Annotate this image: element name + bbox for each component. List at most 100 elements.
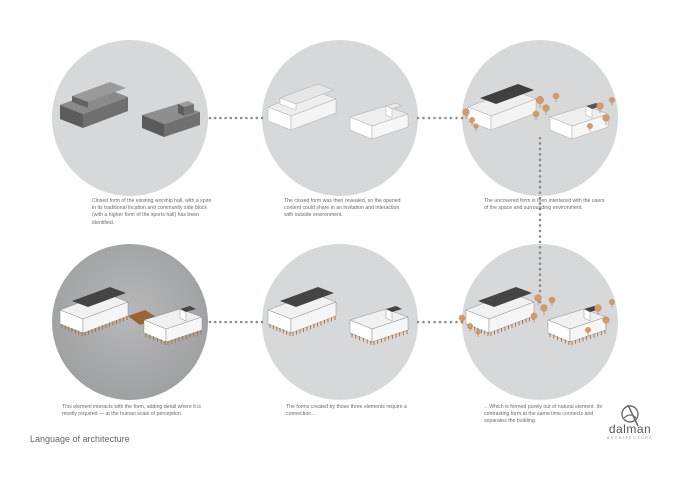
connector-dot	[538, 136, 542, 140]
connector-dot	[438, 116, 442, 120]
tree-crown	[458, 314, 466, 322]
connector-dot	[427, 320, 431, 324]
connector-dot	[433, 116, 436, 120]
tree-crown	[587, 123, 593, 129]
brand-name: dalman	[608, 422, 652, 436]
connector-dot	[538, 218, 542, 222]
building-with-trees	[462, 84, 615, 140]
connector-dot	[538, 284, 542, 287]
connector-dot	[422, 116, 425, 120]
connector-dot	[538, 240, 542, 244]
connector-dot	[416, 116, 420, 120]
connector-dot	[538, 207, 542, 211]
connector-dot	[538, 246, 542, 249]
tree-crown	[542, 104, 550, 112]
connector-dot	[219, 320, 222, 324]
connector-dot	[255, 116, 259, 120]
tree-crown	[585, 327, 591, 333]
tree-crown	[596, 102, 604, 110]
building-connected	[267, 287, 409, 345]
brand: dalman architecture	[600, 400, 660, 440]
tree-crown	[469, 117, 475, 123]
connector-dot	[444, 320, 447, 324]
caption-p5: The forms created by those three element…	[286, 404, 407, 418]
tree-crown	[467, 323, 473, 329]
connector-dot	[538, 147, 542, 151]
connector-dot	[229, 116, 233, 120]
connector-dot	[538, 185, 542, 189]
connector-dot	[449, 320, 453, 324]
connector-dot	[538, 142, 542, 145]
circle-p6	[462, 244, 618, 400]
connector-dot	[538, 267, 542, 271]
connector-dot	[538, 158, 542, 162]
connector-dot	[455, 320, 458, 324]
connector-dot	[538, 256, 542, 260]
connector-dot	[234, 320, 238, 324]
connector-dot	[538, 164, 542, 167]
tree-crown	[540, 304, 548, 312]
connector-dot	[538, 191, 542, 194]
dalman-logo-icon	[621, 404, 639, 427]
tree-crown	[462, 108, 470, 116]
tree-crown	[609, 97, 615, 103]
tree-crown	[532, 110, 540, 118]
tree-crown	[602, 316, 610, 324]
tree-crown	[594, 304, 602, 312]
connector-dot	[538, 153, 542, 156]
tree-crown	[536, 96, 544, 104]
connector-dot	[260, 320, 264, 324]
connector-dot	[224, 116, 227, 120]
circle-p4	[52, 244, 208, 400]
connector-dot	[255, 320, 259, 324]
circle-p3	[462, 40, 618, 196]
connector-dot	[219, 116, 222, 120]
connector-dot	[239, 320, 243, 324]
connector-dot	[245, 116, 248, 120]
connector-dot	[250, 320, 253, 324]
connector-dot	[208, 320, 212, 324]
connector-dot	[538, 289, 542, 293]
connector-dot	[538, 278, 542, 282]
caption-p2: The closed form was then revealed, so th…	[284, 198, 401, 219]
connector-dot	[213, 320, 217, 324]
connector-bottom-left	[208, 320, 264, 324]
building-closed-form	[60, 82, 200, 137]
connector-dot	[260, 116, 264, 120]
connector-dot	[538, 174, 542, 178]
connector-dot	[538, 300, 542, 304]
connector-dot	[427, 116, 431, 120]
connector-dot	[538, 196, 542, 200]
connector-dot	[449, 116, 453, 120]
connector-dot	[538, 224, 542, 227]
connector-dot	[438, 320, 442, 324]
page-title: Language of architecture	[30, 434, 130, 444]
connector-dot	[538, 213, 542, 216]
connector-dot	[229, 320, 233, 324]
circle-p5	[262, 244, 418, 400]
tree-crown	[530, 312, 538, 320]
tree-crown	[473, 123, 479, 129]
brand-subtitle: architecture	[606, 436, 654, 440]
tree-crown	[609, 299, 615, 305]
connector-dot	[444, 116, 447, 120]
connector-vertical	[538, 136, 542, 304]
connector-dot	[538, 235, 542, 238]
building-natural-connection	[458, 287, 615, 345]
caption-p6: …Which is formed purely out of natural e…	[484, 404, 602, 425]
connector-dot	[538, 169, 542, 173]
connector-dot	[422, 320, 425, 324]
connector-dot	[213, 116, 217, 120]
circle-p1	[52, 40, 208, 196]
tree-crown	[475, 329, 481, 335]
caption-p3: The uncovered form is then interlaced wi…	[484, 198, 605, 212]
circle-p2	[262, 40, 418, 196]
tree-crown	[548, 296, 556, 304]
connector-top-right	[416, 116, 464, 120]
connector-dot	[538, 180, 542, 184]
connector-top-left	[208, 116, 264, 120]
connector-dot	[538, 251, 542, 255]
connector-dot	[224, 320, 227, 324]
connector-dot	[460, 116, 464, 120]
